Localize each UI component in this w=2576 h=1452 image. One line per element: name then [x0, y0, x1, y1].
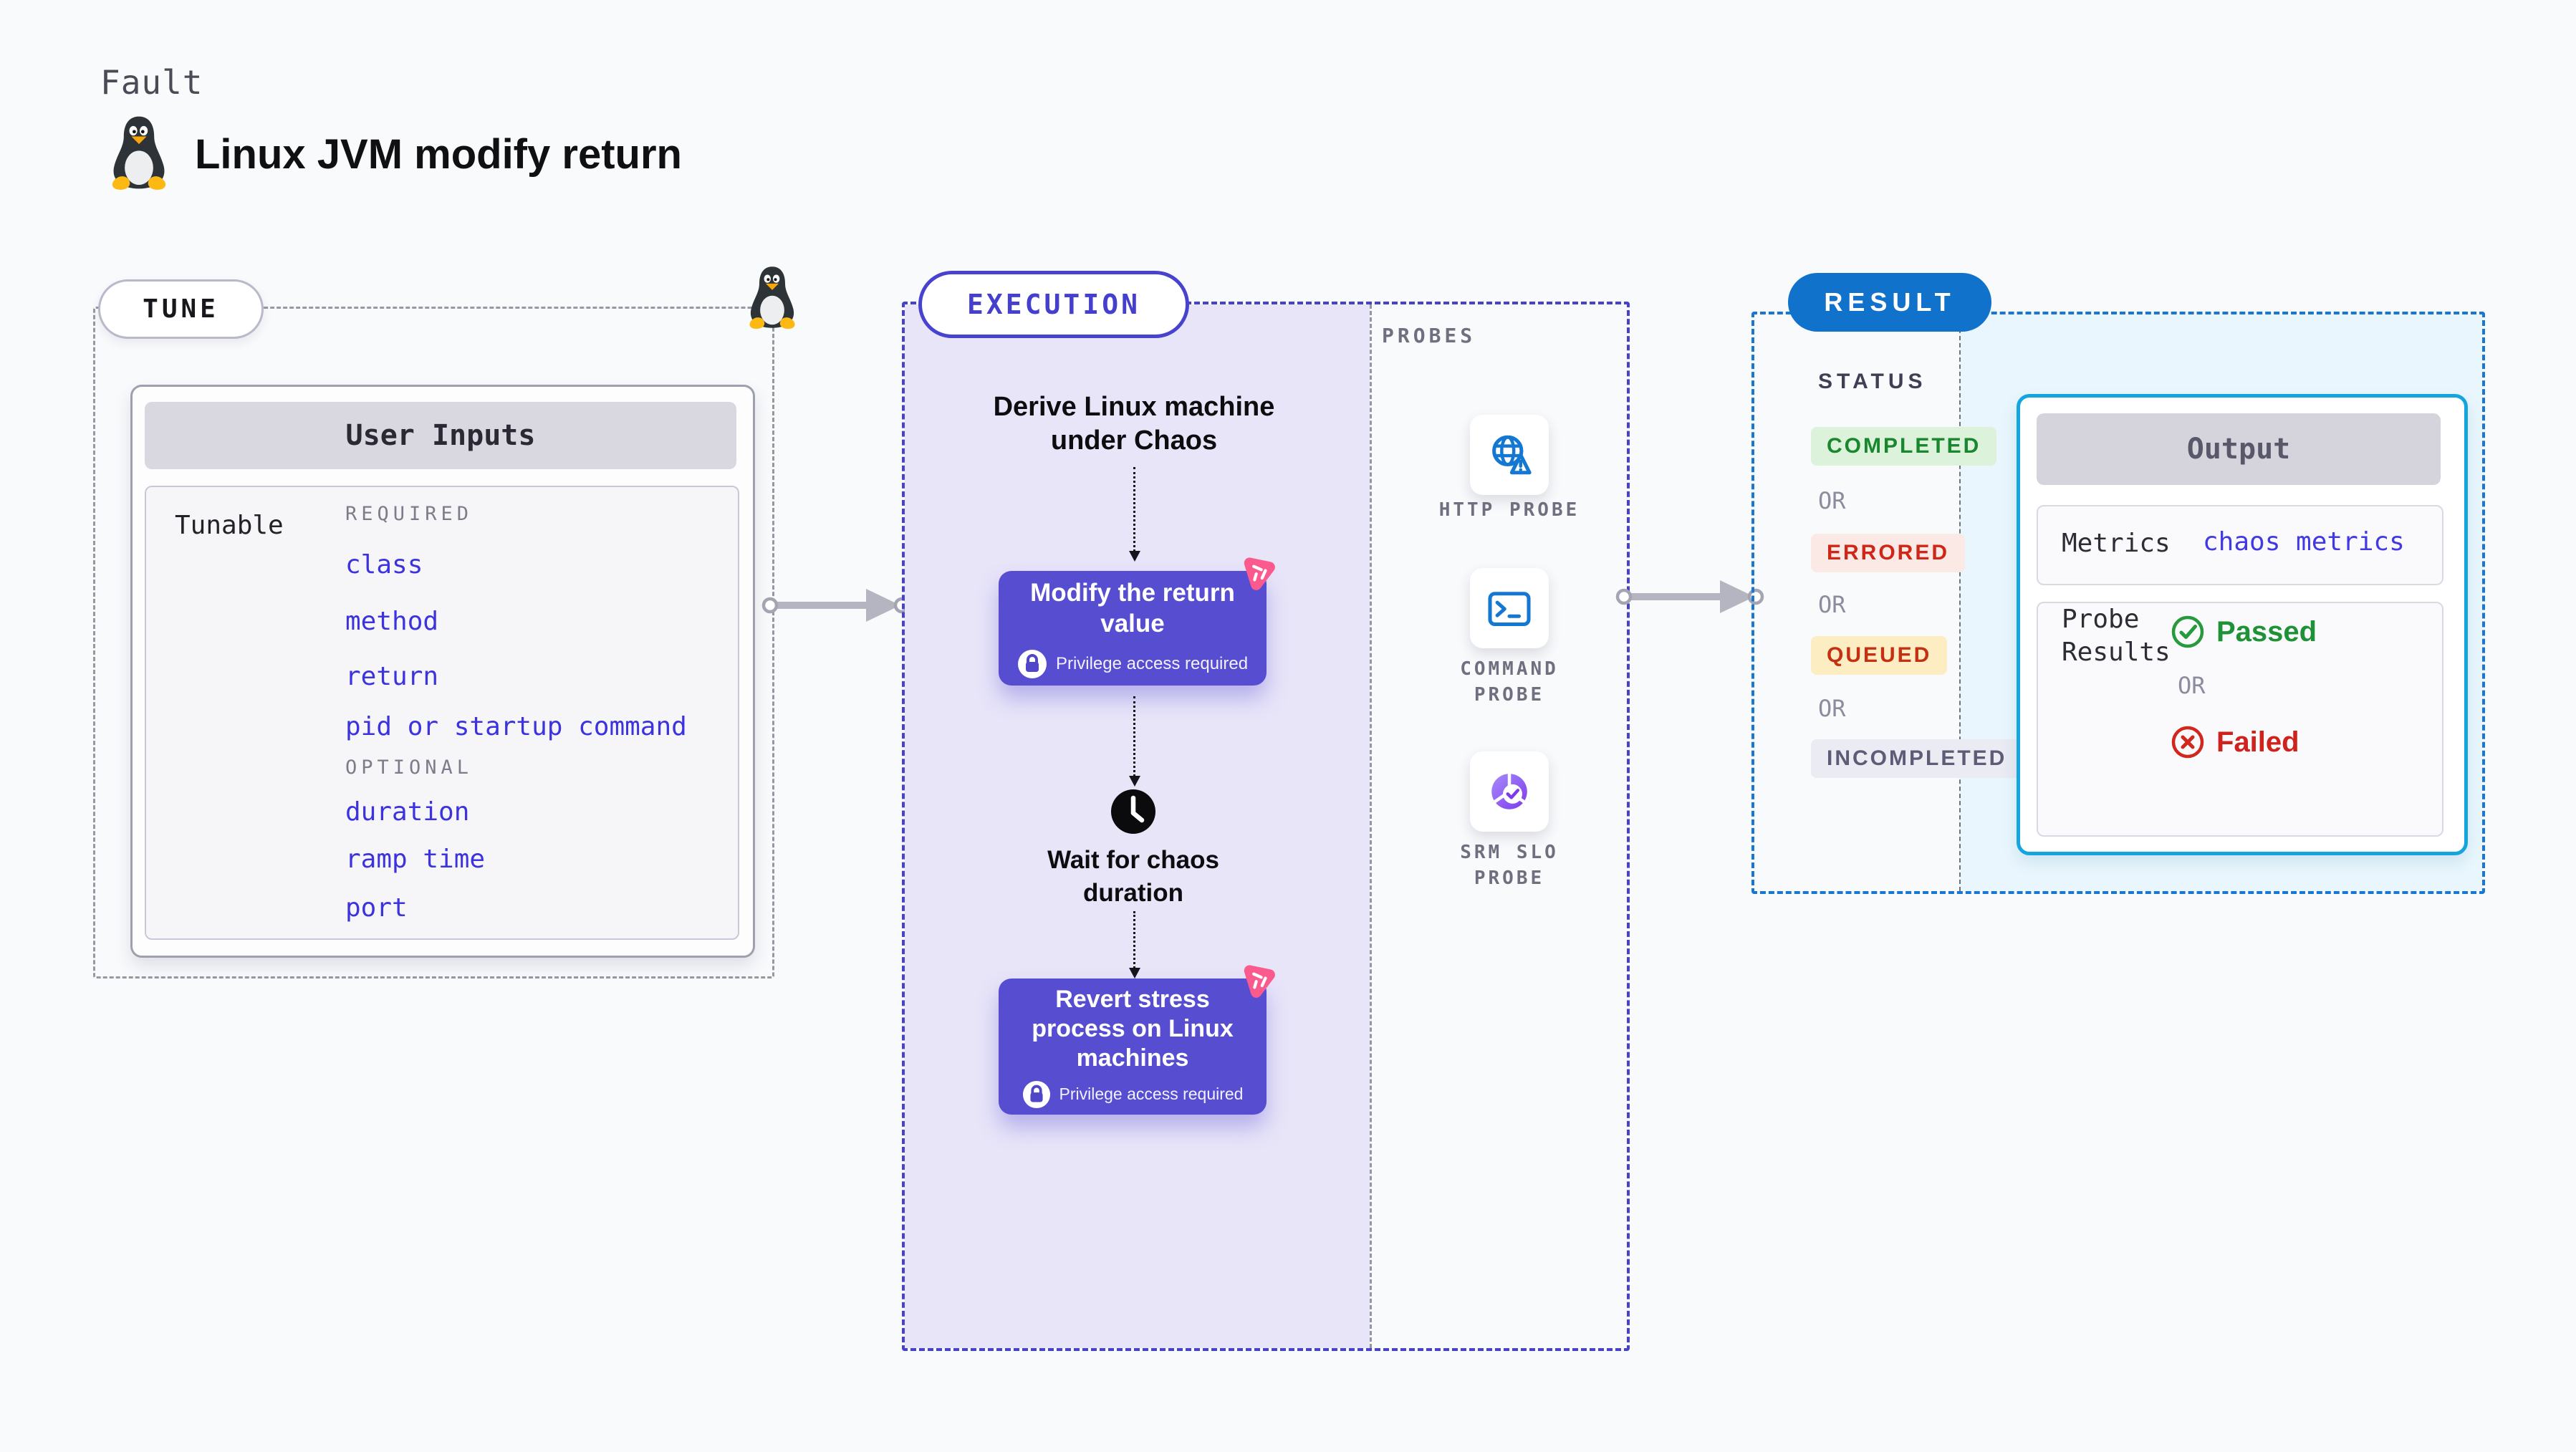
- wait-duration-step-label: Wait for chaos duration: [1047, 846, 1219, 907]
- user-inputs-panel: Tunable REQUIRED class method return pid…: [145, 486, 739, 940]
- lock-icon: [1017, 649, 1047, 679]
- input-link-ramp-time[interactable]: ramp time: [345, 845, 486, 874]
- chaos-spark-icon: [1238, 553, 1278, 593]
- status-badge-queued: QUEUED: [1811, 636, 1948, 675]
- srm-slo-probe-label: SRM SLO PROBE: [1460, 842, 1559, 889]
- optional-section-label: OPTIONAL: [345, 756, 474, 779]
- input-link-return[interactable]: return: [345, 662, 439, 691]
- command-probe-label: COMMAND PROBE: [1460, 658, 1559, 706]
- status-badge-completed: COMPLETED: [1811, 427, 1997, 466]
- result-badge: RESULT: [1788, 273, 1991, 332]
- metrics-label: Metrics: [2062, 529, 2171, 558]
- input-link-port[interactable]: port: [345, 893, 408, 923]
- tune-badge: TUNE: [98, 279, 264, 339]
- command-probe-card[interactable]: [1470, 568, 1549, 648]
- probes-label: PROBES: [1382, 324, 1476, 347]
- revert-stress-card[interactable]: Revert stress process on Linux machines …: [999, 979, 1267, 1115]
- probe-results-row: [2037, 602, 2443, 837]
- metrics-value-link[interactable]: chaos metrics: [2203, 527, 2405, 557]
- check-circle-icon: [2171, 615, 2204, 648]
- passed-label: Passed: [2216, 615, 2317, 648]
- execution-badge: EXECUTION: [918, 271, 1189, 338]
- or-label: OR: [1818, 487, 1846, 514]
- required-section-label: REQUIRED: [345, 503, 474, 525]
- derive-machine-step-label: Derive Linux machine under Chaos: [993, 392, 1275, 456]
- x-circle-icon: [2171, 726, 2204, 759]
- http-probe-card[interactable]: [1470, 415, 1549, 495]
- linux-penguin-icon: [112, 116, 166, 190]
- lock-icon: [1022, 1080, 1051, 1109]
- modify-return-title: Modify the return value: [1030, 579, 1235, 638]
- status-output-divider: [1959, 314, 1961, 891]
- user-inputs-title: User Inputs: [145, 402, 736, 469]
- slo-pie-icon: [1491, 772, 1527, 809]
- srm-slo-probe-card[interactable]: [1470, 751, 1549, 832]
- revert-stress-title: Revert stress process on Linux machines: [1032, 985, 1234, 1072]
- chaos-spark-icon: [1238, 961, 1278, 1001]
- metrics-row: [2037, 505, 2443, 585]
- clock-icon: [1111, 789, 1155, 834]
- http-probe-label: HTTP PROBE: [1438, 499, 1580, 521]
- fault-kicker: Fault: [100, 63, 203, 102]
- tunable-row-label: Tunable: [175, 511, 284, 540]
- passed-row: Passed: [2171, 615, 2317, 649]
- tune-to-execution-arrow: [761, 589, 910, 622]
- input-link-method[interactable]: method: [345, 607, 439, 636]
- globe-alert-icon: [1492, 435, 1532, 475]
- linux-penguin-small-icon: [749, 266, 795, 330]
- probe-results-label: Probe Results: [2062, 605, 2171, 667]
- failed-row: Failed: [2171, 725, 2299, 759]
- status-badge-errored: ERRORED: [1811, 534, 1966, 572]
- status-badge-incompleted: INCOMPLETED: [1811, 739, 2023, 778]
- privilege-note: Privilege access required: [1055, 654, 1249, 673]
- tune-section-box: [93, 307, 774, 979]
- or-label: OR: [2178, 672, 2206, 699]
- down-dotted-arrow: [1129, 467, 1140, 562]
- or-label: OR: [1818, 591, 1846, 618]
- privilege-note: Privilege access required: [1059, 1085, 1244, 1103]
- down-dotted-arrow: [1129, 911, 1140, 979]
- input-link-pid-or-startup-command[interactable]: pid or startup command: [345, 712, 687, 741]
- page-title: Linux JVM modify return: [195, 131, 682, 178]
- failed-label: Failed: [2216, 726, 2299, 758]
- probes-to-result-arrow: [1615, 580, 1764, 613]
- execution-probes-divider: [1370, 304, 1372, 1348]
- modify-return-card[interactable]: Modify the return value Privilege access…: [999, 571, 1267, 686]
- input-link-class[interactable]: class: [345, 550, 423, 580]
- output-title: Output: [2037, 413, 2441, 485]
- terminal-icon: [1488, 592, 1531, 627]
- status-label: STATUS: [1818, 370, 1927, 393]
- input-link-duration[interactable]: duration: [345, 797, 470, 827]
- down-dotted-arrow: [1129, 696, 1140, 787]
- or-label: OR: [1818, 695, 1846, 722]
